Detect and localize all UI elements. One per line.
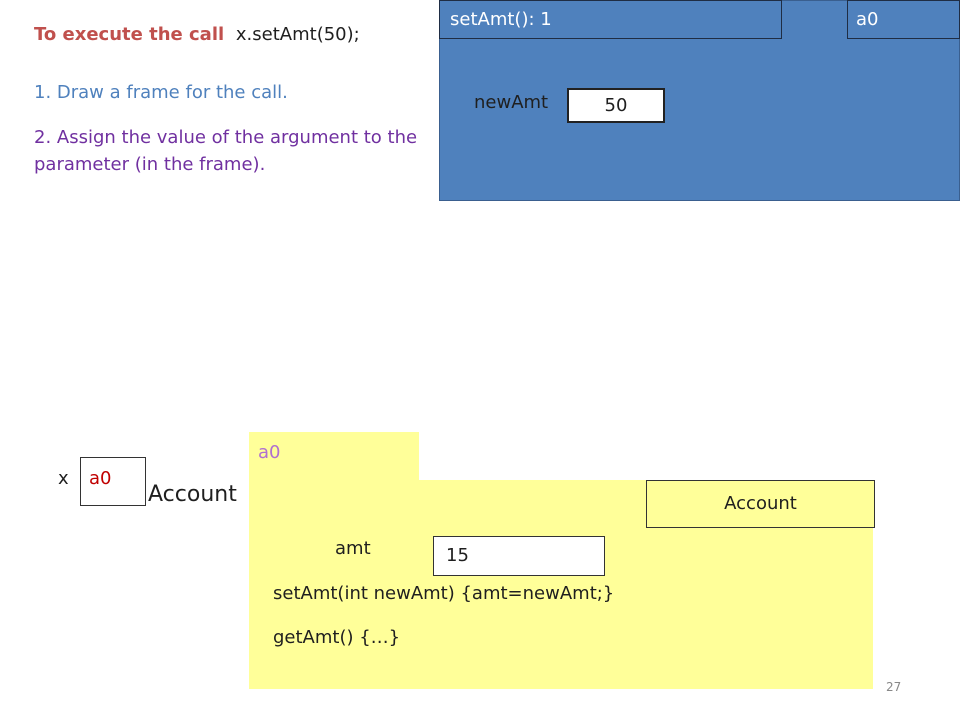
frame-name-box: setAmt(): 1 — [439, 0, 782, 39]
object-folder-tab — [249, 432, 419, 482]
call-label: To execute the call — [34, 24, 225, 45]
variable-name: x — [58, 468, 69, 489]
parameter-value-box: 50 — [567, 88, 665, 123]
step-1-text: 1. Draw a frame for the call. — [34, 82, 288, 103]
step-2-text: 2. Assign the value of the argument to t… — [34, 127, 418, 175]
variable-type: Account — [148, 482, 237, 507]
method-getamt: getAmt() {…} — [273, 627, 401, 648]
instruction-title: To execute the call x.setAmt(50); — [34, 24, 360, 45]
call-code: x.setAmt(50); — [235, 24, 360, 45]
field-name: amt — [335, 538, 371, 559]
parameter-name: newAmt — [474, 92, 549, 113]
object-name: a0 — [258, 442, 281, 463]
method-setamt: setAmt(int newAmt) {amt=newAmt;} — [273, 583, 615, 604]
slide-number: 27 — [886, 680, 902, 694]
field-value-box: 15 — [433, 536, 605, 576]
call-frame — [439, 0, 960, 201]
variable-value-box: a0 — [80, 457, 146, 506]
frame-scope-box: a0 — [847, 0, 960, 39]
class-name-box: Account — [646, 480, 875, 528]
